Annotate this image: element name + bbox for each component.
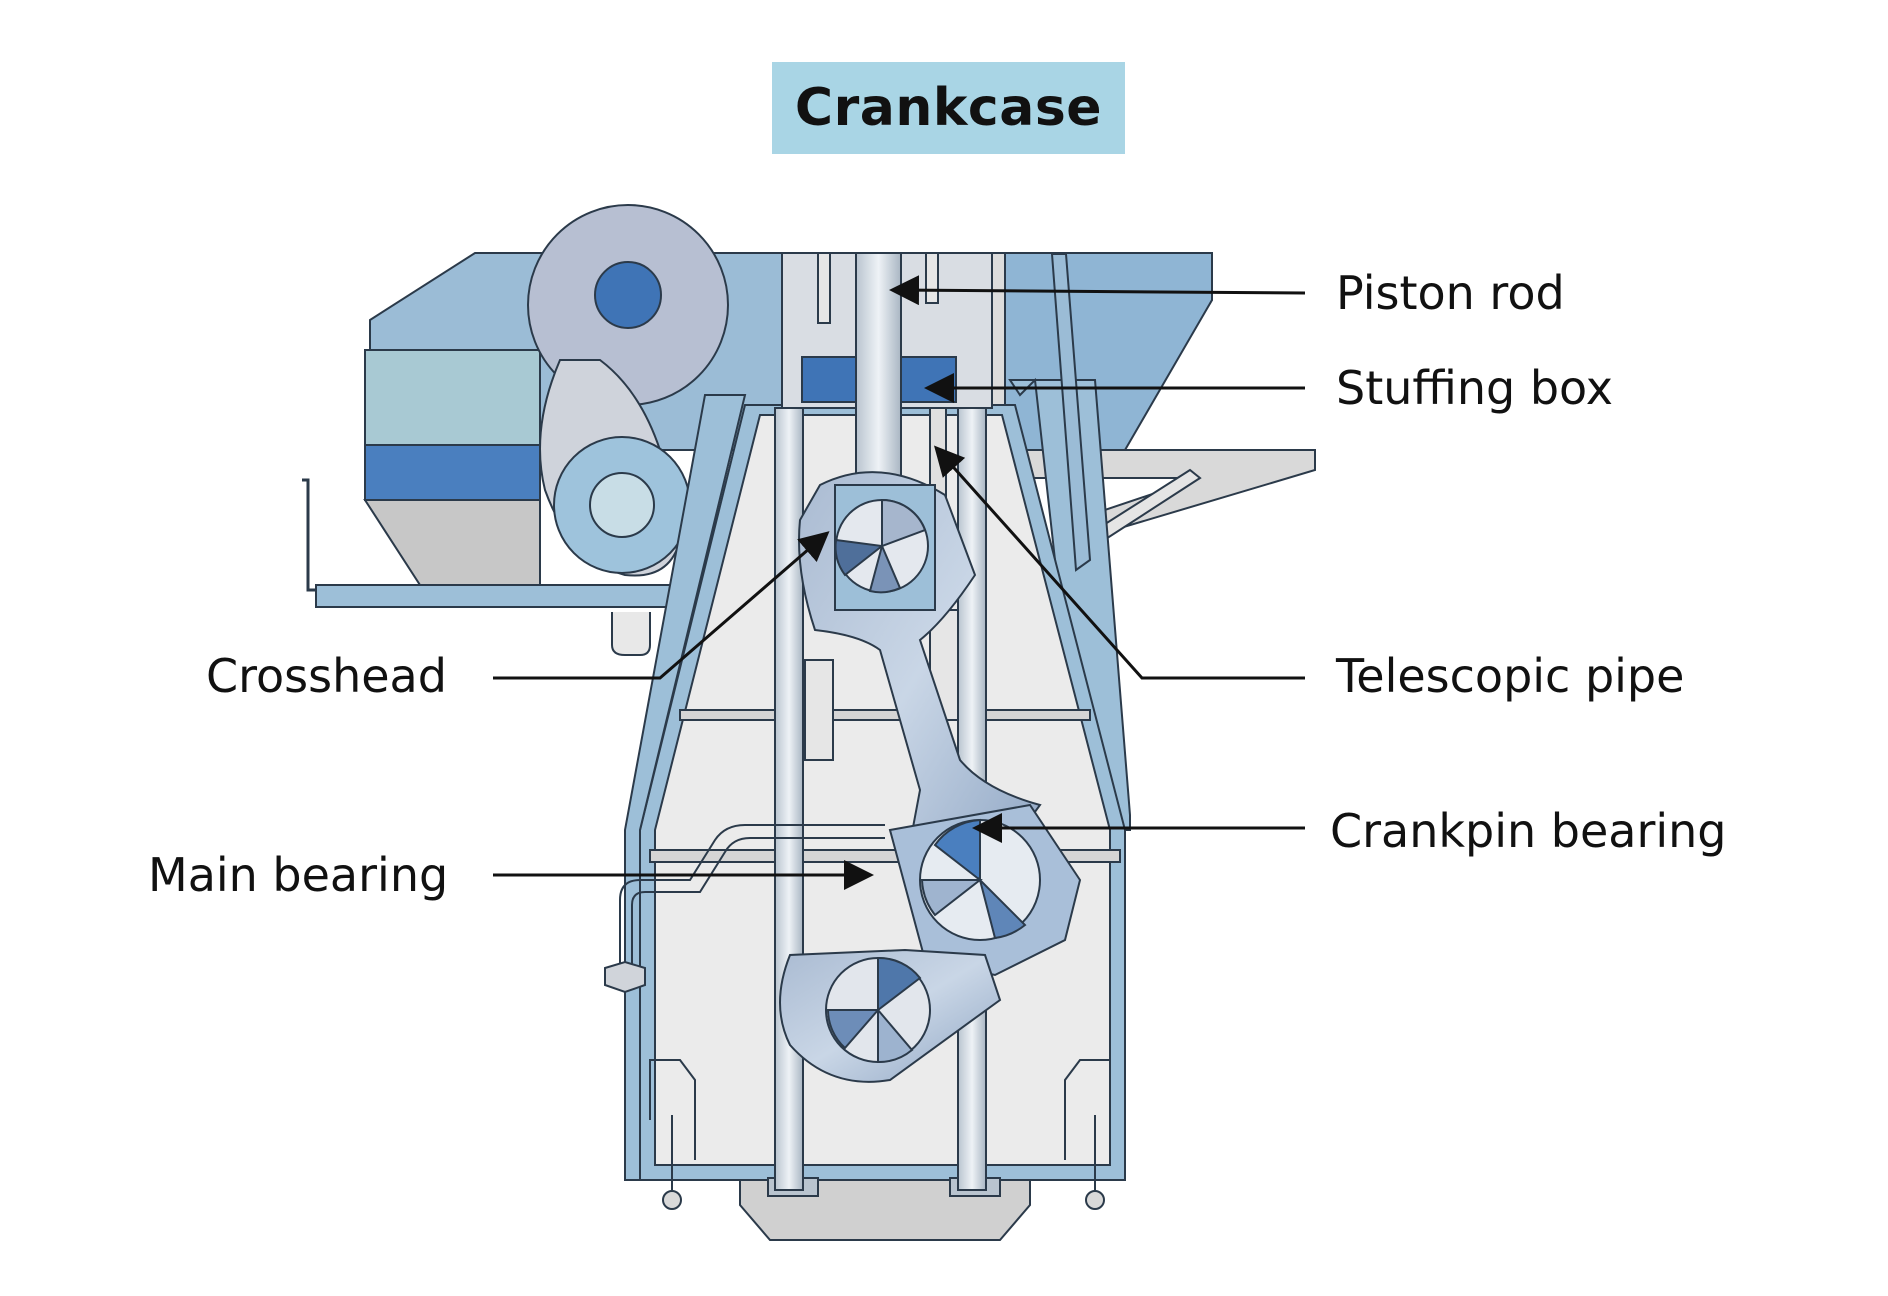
connecting-rod [779,471,1082,1083]
a-frame [624,394,1126,1181]
label-crosshead: Crosshead [206,649,447,703]
label-stuffing-box: Stuffing box [1336,361,1613,415]
label-main-bearing: Main bearing [148,848,449,902]
label-crankpin-bearing: Crankpin bearing [1330,804,1727,858]
lube-pipe [604,824,885,994]
piston-rod [855,252,902,479]
label-piston-rod: Piston rod [1336,266,1565,320]
crosshead-leader [493,531,830,680]
page-title: Crankcase [794,78,1103,138]
piston-rod-leader [889,275,1306,306]
right-wall [1008,253,1131,831]
telescopic-pipe-leader [933,445,1305,680]
leader-lines [493,275,1306,890]
label-telescopic-pipe: Telescopic pipe [1336,649,1685,703]
title-box: Crankcase [772,62,1125,154]
